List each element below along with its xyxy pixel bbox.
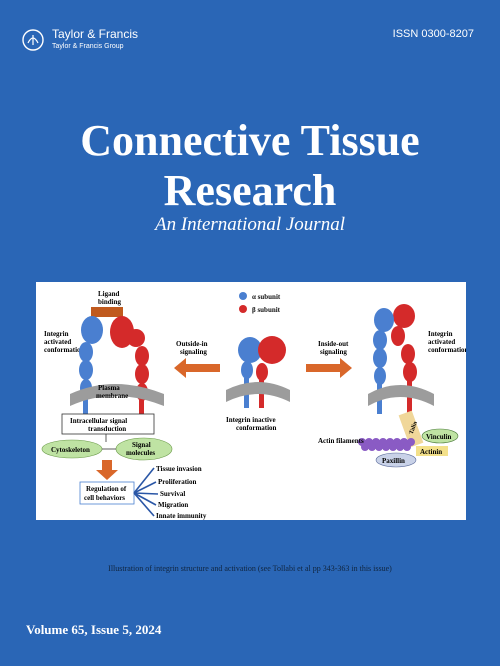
right-label-1: Integrin <box>428 330 453 338</box>
beta-legend-icon <box>239 305 247 313</box>
right-label-2: activated <box>428 338 455 346</box>
actinin-node <box>416 446 448 456</box>
left-label-2: activated <box>44 338 71 346</box>
actin-filaments-label: Actin filaments <box>318 437 364 445</box>
regulation-label-2: cell behaviors <box>84 494 125 502</box>
publisher-group: Taylor & Francis Group <box>52 43 124 50</box>
right-label-3: conformation <box>428 346 466 354</box>
center-membrane <box>226 382 290 402</box>
legend-alpha: α subunit <box>252 293 281 301</box>
publisher-logo: Taylor & Francis Taylor & Francis Group <box>22 26 202 56</box>
behavior-1: Tissue invasion <box>156 465 202 473</box>
regulation-label-1: Regulation of <box>86 485 127 493</box>
ligand-label-1: Ligand <box>98 290 120 298</box>
integrin-diagram: α subunit β subunit Ligand binding Integ… <box>41 290 466 520</box>
right-alpha-chain <box>373 308 394 414</box>
behavior-2: Proliferation <box>158 478 196 486</box>
alpha-legend-icon <box>239 292 247 300</box>
journal-title-line2: Research <box>163 166 337 215</box>
volume-issue: Volume 65, Issue 5, 2024 <box>26 622 162 637</box>
vinculin-node <box>421 428 459 444</box>
journal-subtitle: An International Journal <box>155 214 345 235</box>
outside-in-label-2: signaling <box>180 348 207 356</box>
inside-out-label-1: Inside-out <box>318 340 349 348</box>
legend-beta: β subunit <box>252 306 281 314</box>
down-arrow <box>96 460 118 480</box>
talin-label: Talin <box>409 420 419 435</box>
left-label-1: Integrin <box>44 330 69 338</box>
actin-filaments <box>358 438 415 451</box>
outside-in-arrow <box>174 358 220 378</box>
inactive-label-2: conformation <box>236 424 277 432</box>
signal-label-2: molecules <box>126 449 155 457</box>
intracellular-label-2: transduction <box>88 425 126 433</box>
paxillin-node <box>375 452 417 468</box>
intracellular-label-1: Intracellular signal <box>70 417 127 425</box>
behavior-arrows <box>133 467 159 517</box>
ligand-label-2: binding <box>98 298 121 306</box>
taylor-francis-logo-icon <box>22 29 44 51</box>
left-membrane <box>70 384 164 406</box>
inside-out-label-2: signaling <box>320 348 347 356</box>
ligand-shape <box>91 307 123 317</box>
right-membrane <box>368 385 434 406</box>
cytoskeleton-label: Cytoskeleton <box>51 446 90 454</box>
vinculin-label: Vinculin <box>426 433 452 441</box>
outside-in-label-1: Outside-in <box>176 340 208 348</box>
issn: ISSN 0300-8207 <box>392 28 474 40</box>
cover-illustration: α subunit β subunit Ligand binding Integ… <box>36 282 466 520</box>
behavior-5: Innate immunity <box>156 512 207 520</box>
talin-shape <box>398 410 424 448</box>
left-beta-chain <box>110 316 149 426</box>
plasma-label-2: membrane <box>96 392 128 400</box>
figure-caption: Illustration of integrin structure and a… <box>108 564 392 573</box>
inactive-label-1: Integrin inactive <box>226 416 276 424</box>
behavior-3: Survival <box>160 490 185 498</box>
journal-title-line1: Connective Tissue <box>80 116 420 165</box>
left-alpha-chain <box>79 316 103 426</box>
signal-label-1: Signal <box>132 441 151 449</box>
actinin-label: Actinin <box>420 448 442 456</box>
paxillin-label: Paxillin <box>382 457 405 465</box>
plasma-label-1: Plasma <box>98 384 120 392</box>
publisher-name: Taylor & Francis <box>52 27 139 41</box>
inside-out-arrow <box>306 358 352 378</box>
behavior-4: Migration <box>158 501 188 509</box>
intracellular-box <box>61 413 155 435</box>
left-label-3: conformation <box>44 346 85 354</box>
